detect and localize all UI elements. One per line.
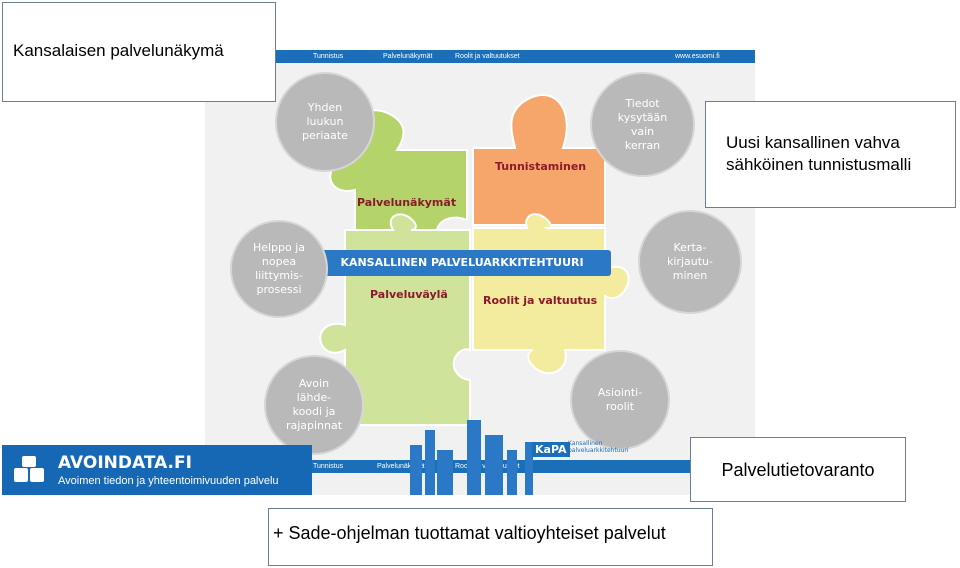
circle-tiedot-kysytaan: Tiedot kysytään vain kerran	[590, 72, 695, 177]
callout-tunnistusmalli: Uusi kansallinen vahva sähköinen tunnist…	[705, 101, 956, 208]
top-bar-item: www.esuomi.fi	[675, 53, 720, 60]
kapa-logo: KaPA Kansallinen palveluarkkitehtuuri	[532, 440, 642, 462]
circle-yhden-luukun: Yhden luukun periaate	[275, 72, 375, 172]
circle-avoin-lahdekoodi: Avoin lähde- koodi ja rajapinnat	[264, 355, 364, 455]
top-bar-item: Palvelunäkymät	[383, 53, 433, 60]
callout-sade-ohjelma: + Sade-ohjelman tuottamat valtioyhteiset…	[268, 508, 713, 566]
top-bar-item: Tunnistus	[313, 53, 344, 60]
avoindata-blocks-icon	[14, 456, 44, 482]
label-roolit: Roolit ja valtuutus	[483, 294, 598, 307]
kapa-logo-text: Kansallinen palveluarkkitehtuuri	[568, 440, 629, 454]
circle-kertakirjautuminen: Kerta- kirjautu- minen	[638, 210, 742, 314]
callout-palvelutietovaranto: Palvelutietovaranto	[690, 437, 906, 502]
architecture-banner: KANSALLINEN PALVELUARKKITEHTUURI	[313, 250, 611, 276]
avoindata-banner: AVOINDATA.FI Avoimen tiedon ja yhteentoi…	[2, 445, 312, 495]
skyline-illustration	[410, 420, 533, 495]
label-tunnistaminen: Tunnistaminen	[495, 160, 587, 173]
label-palvelunakymat: Palvelunäkymät	[357, 196, 457, 209]
bottom-bar-item: Palvelunäkymät	[377, 463, 427, 470]
callout-kansalaisen-palvelunakyma: Kansalaisen palvelunäkymä	[2, 2, 276, 102]
bottom-bar-item: Tunnistus	[313, 463, 344, 470]
circle-helppo-nopea: Helppo ja nopea liittymis- prosessi	[230, 220, 328, 318]
slide-top-bar: Tunnistus Palvelunäkymät Roolit ja valtu…	[205, 50, 755, 63]
label-palveluvayla: Palveluväylä	[370, 288, 448, 301]
avoindata-title: AVOINDATA.FI	[58, 453, 192, 473]
circle-asiointiroolit: Asiointi- roolit	[570, 350, 670, 450]
avoindata-subtitle: Avoimen tiedon ja yhteentoimivuuden palv…	[58, 475, 279, 487]
kapa-logo-mark: KaPA	[532, 442, 570, 457]
top-bar-item: Roolit ja valtuutukset	[455, 53, 520, 60]
puzzle-piece-tunnistaminen	[472, 94, 606, 226]
